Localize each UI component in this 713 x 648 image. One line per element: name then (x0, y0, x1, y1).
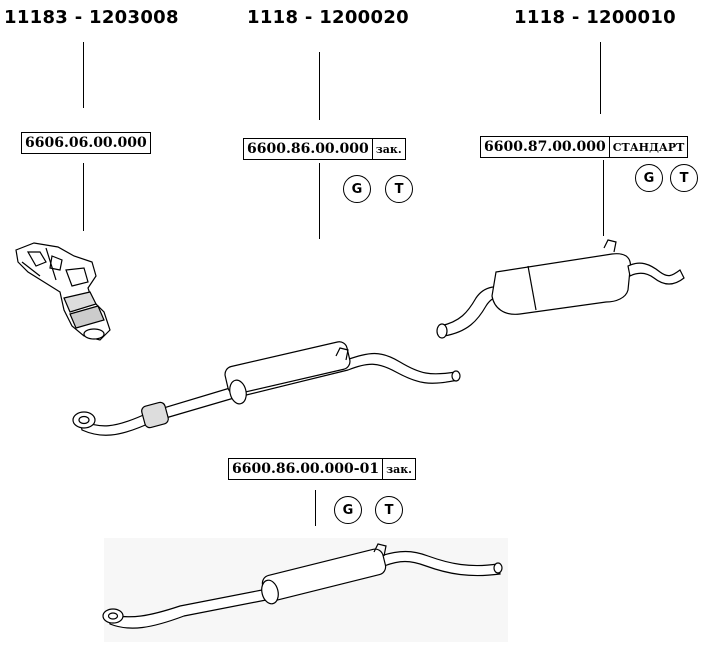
standard-note: СТАНДАРТ (608, 137, 688, 157)
part-number: 6600.87.00.000 (484, 139, 606, 155)
oem-number-rear-muffler: 1118 - 1200010 (514, 7, 676, 28)
order-note: зак. (371, 139, 405, 159)
order-note: зак. (382, 459, 415, 479)
part-number-box-catalytic-converter: 6606.06.00.000 (21, 132, 151, 154)
part-number: 6600.86.00.000-01 (232, 461, 380, 477)
badge-g: G (334, 496, 362, 524)
middle-pipe-variant-drawing (102, 543, 503, 629)
leader-line (603, 160, 604, 236)
oem-number-middle-pipe: 1118 - 1200020 (247, 7, 409, 28)
badge-t: T (385, 175, 413, 203)
leader-line (319, 163, 320, 239)
badge-t: T (670, 164, 698, 192)
leader-line (83, 163, 84, 231)
part-number: 6606.06.00.000 (25, 135, 147, 151)
leader-line (319, 52, 320, 120)
leader-line (83, 42, 84, 108)
middle-pipe-drawing (72, 341, 461, 436)
part-number-box-rear-muffler: 6600.87.00.000 СТАНДАРТ (480, 136, 689, 158)
part-number-box-middle-pipe-variant: 6600.86.00.000-01 зак. (228, 458, 416, 480)
catalytic-converter-drawing (15, 242, 111, 341)
leader-line (315, 490, 316, 526)
part-number: 6600.86.00.000 (247, 141, 369, 157)
leader-line (600, 42, 601, 114)
rear-muffler-drawing (436, 239, 685, 339)
oem-number-catalytic-converter: 11183 - 1203008 (4, 7, 179, 28)
badge-g: G (343, 175, 371, 203)
badge-g: G (635, 164, 663, 192)
part-number-box-middle-pipe: 6600.86.00.000 зак. (243, 138, 406, 160)
badge-t: T (375, 496, 403, 524)
